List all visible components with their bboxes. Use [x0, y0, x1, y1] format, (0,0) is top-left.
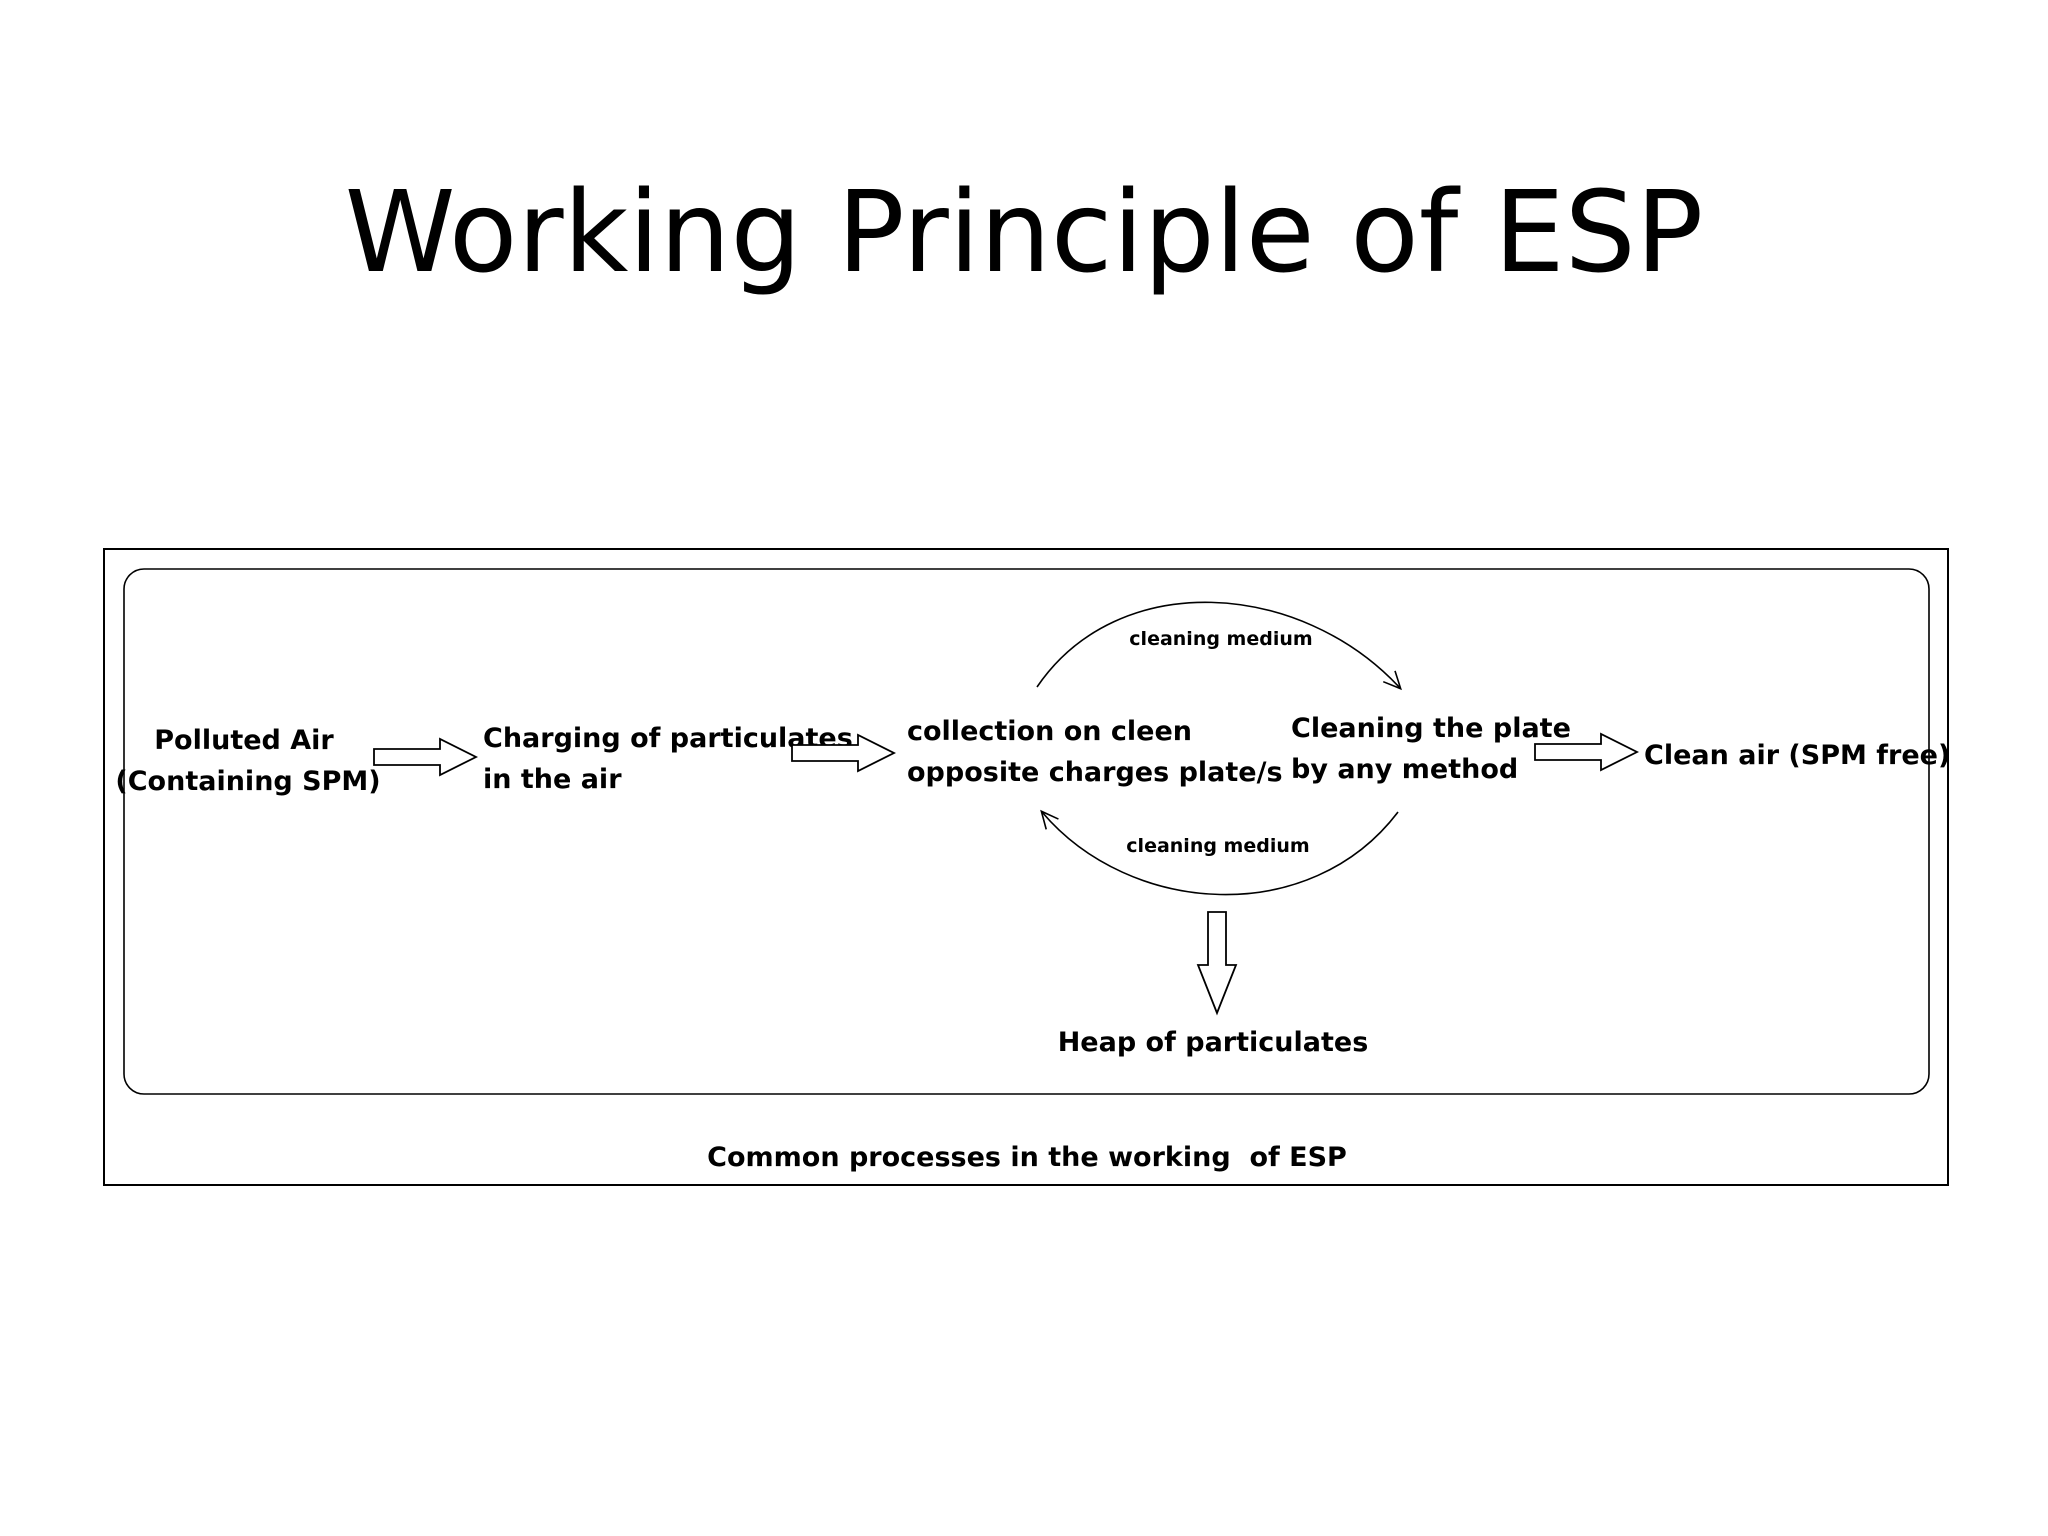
bottom-cycle-arrow	[1040, 809, 1399, 896]
node-polluted-air-line1: Polluted Air	[154, 725, 334, 756]
node-collection-line1: collection on cleen	[907, 716, 1192, 747]
slide-title: Working Principle of ESP	[344, 168, 1704, 298]
top-cycle-label: cleaning medium	[1129, 628, 1312, 650]
node-collection-line2: opposite charges plate/s	[907, 757, 1283, 788]
node-cleaning-plate: Cleaning the plate by any method	[1291, 713, 1571, 785]
node-polluted-air: Polluted Air (Containing SPM)	[115, 725, 380, 797]
node-charging-line2: in the air	[483, 764, 622, 795]
diagram-panel	[123, 568, 1930, 1095]
figure-caption: Common processes in the working of ESP	[707, 1142, 1347, 1173]
node-collection: collection on cleen opposite charges pla…	[907, 716, 1283, 788]
node-heap: Heap of particulates	[1058, 1027, 1369, 1058]
node-clean-air: Clean air (SPM free)	[1644, 740, 1950, 771]
block-arrow-3	[1534, 732, 1640, 772]
node-polluted-air-line2: (Containing SPM)	[115, 766, 380, 797]
block-arrow-2	[791, 733, 897, 773]
bottom-cycle-label: cleaning medium	[1126, 835, 1309, 857]
block-arrow-1	[373, 737, 479, 777]
top-cycle-arrow	[1036, 601, 1402, 691]
node-cleaning-plate-line2: by any method	[1291, 754, 1518, 785]
block-arrow-down	[1196, 911, 1238, 1016]
node-cleaning-plate-line1: Cleaning the plate	[1291, 713, 1571, 744]
